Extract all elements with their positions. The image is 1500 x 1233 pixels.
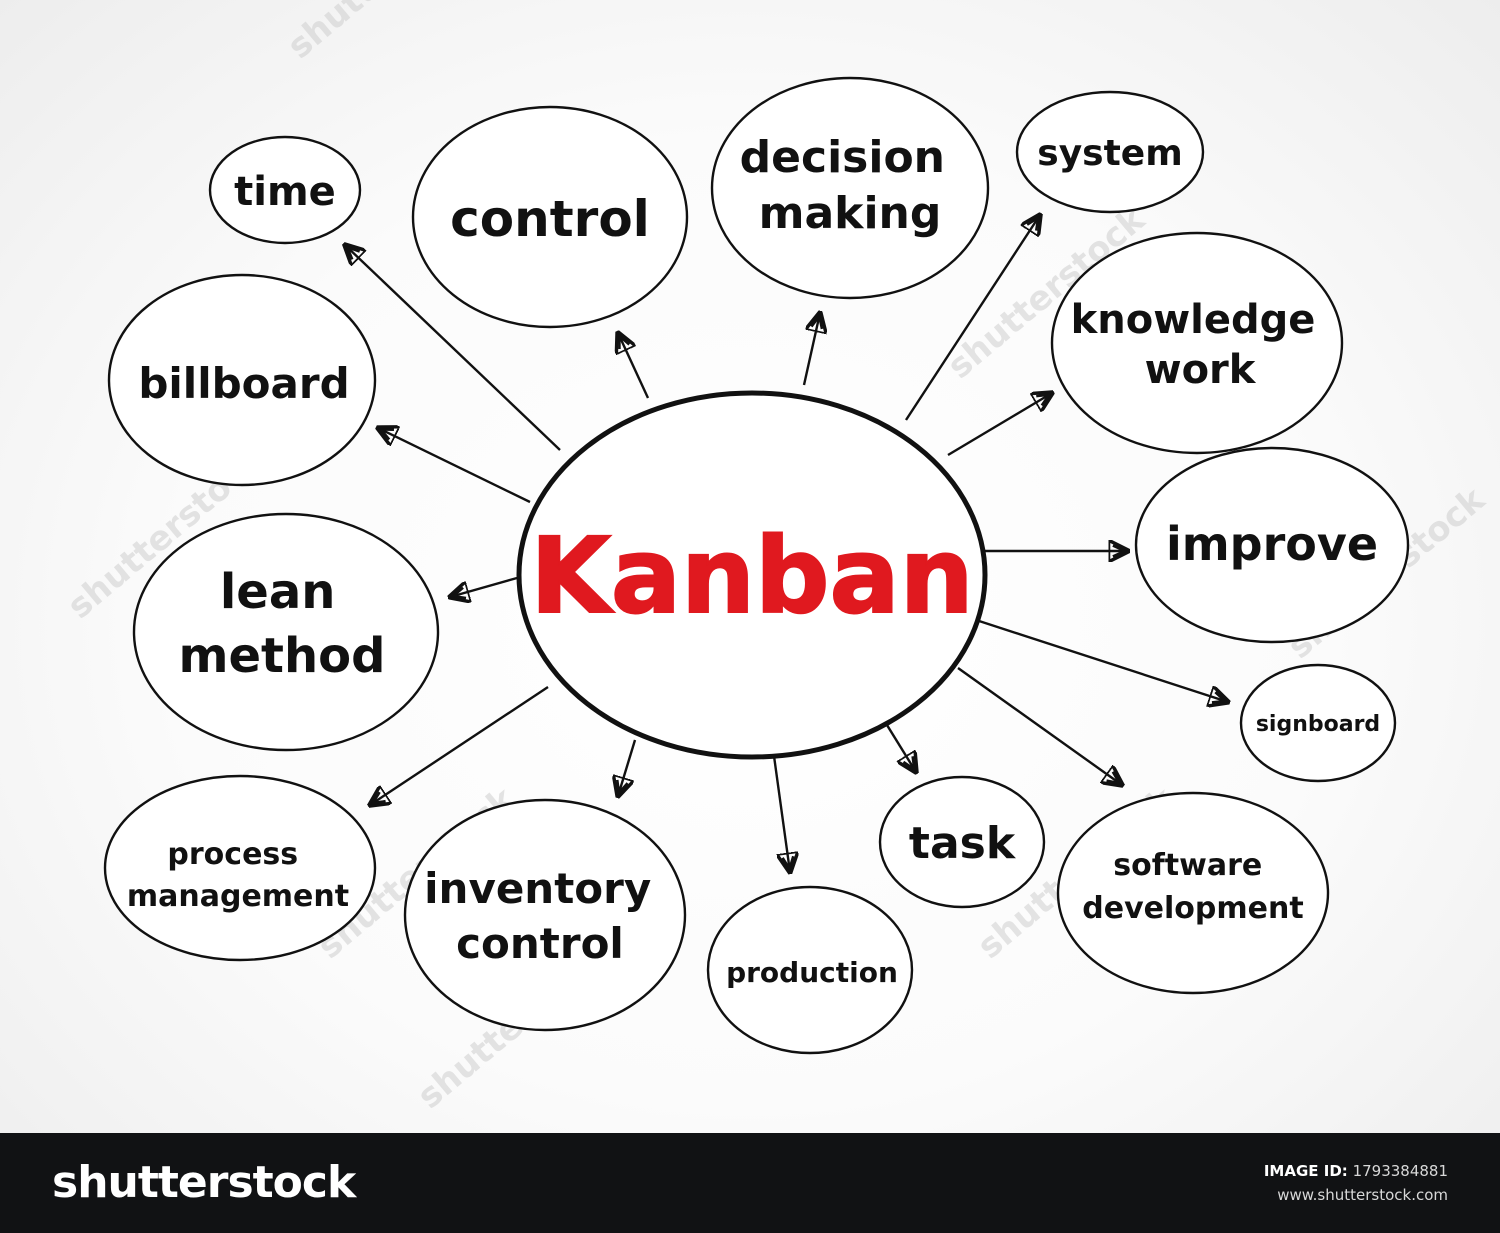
node-label: lean method [178, 564, 385, 684]
node-label-line: software [1113, 848, 1262, 883]
node-label: inventory control [424, 864, 666, 968]
node-outline [706, 885, 914, 1055]
node-billboard: billboard [107, 273, 377, 487]
node-layer: time control decision making syste [103, 76, 1410, 1055]
node-label-line: making [759, 188, 942, 239]
node-outline [132, 512, 440, 752]
connector-lean-method [450, 576, 518, 597]
node-production: production [706, 885, 914, 1055]
node-lean-method: lean method [132, 512, 440, 752]
node-label-line: task [909, 818, 1017, 869]
node-decision-making: decision making [710, 76, 990, 300]
node-outline [1056, 791, 1330, 995]
node-label-line: signboard [1256, 712, 1380, 737]
image-id-value: 1793384881 [1352, 1162, 1448, 1180]
node-label: improve [1166, 517, 1378, 571]
image-id-label: IMAGE ID: [1263, 1162, 1348, 1180]
node-label-line: control [456, 919, 624, 968]
node-label: time [234, 169, 336, 215]
node-label-line: improve [1166, 517, 1378, 571]
node-outline [878, 775, 1046, 909]
node-label: production [726, 956, 898, 989]
node-outline [208, 135, 362, 245]
node-label-line: knowledge [1071, 297, 1316, 343]
node-label-line: control [450, 190, 650, 248]
connector-task [880, 716, 916, 772]
node-label-line: time [234, 169, 336, 215]
connector-billboard [378, 428, 531, 504]
connector-layer [345, 215, 1228, 872]
site-url: www.shutterstock.com [1277, 1186, 1448, 1204]
node-label-line: work [1145, 347, 1257, 393]
footer-bar: shutterstock IMAGE ID: 1793384881 www.sh… [0, 1133, 1500, 1233]
connector-production [772, 755, 790, 872]
node-knowledge-work: knowledge work [1050, 231, 1344, 455]
connector-system [904, 215, 1040, 421]
node-label-line: management [127, 879, 349, 914]
node-outline [1134, 446, 1410, 644]
center-node-outline [516, 390, 988, 760]
node-outline [403, 798, 687, 1032]
node-label: knowledge work [1071, 297, 1330, 393]
connector-knowledge-work [947, 393, 1052, 457]
node-label-line: system [1037, 133, 1182, 174]
connector-software-development [957, 667, 1122, 785]
node-label-line: development [1082, 891, 1303, 926]
watermark: shutterstock [280, 0, 493, 67]
node-task: task [878, 775, 1046, 909]
node-label: system [1037, 133, 1182, 174]
node-label: signboard [1256, 712, 1380, 737]
node-label-line: process [167, 837, 298, 872]
node-label: process management [127, 837, 349, 914]
node-label-line: method [178, 628, 385, 684]
shutterstock-logo: shutterstock [52, 1157, 356, 1208]
node-label: billboard [138, 359, 349, 408]
node-software-development: software development [1056, 791, 1330, 995]
node-outline [1015, 90, 1205, 214]
node-outline [411, 105, 689, 329]
node-label-line: production [726, 956, 898, 989]
node-outline [710, 76, 990, 300]
node-label-line: inventory [424, 864, 651, 913]
center-node: Kanban [516, 390, 988, 760]
node-label-line: lean [220, 564, 336, 620]
connector-inventory-control [618, 739, 637, 796]
node-inventory-control: inventory control [403, 798, 687, 1032]
connector-decision-making [802, 313, 820, 386]
node-label: software development [1082, 848, 1303, 926]
node-label: task [909, 818, 1017, 869]
connector-control [618, 333, 650, 399]
node-improve: improve [1134, 446, 1410, 644]
mind-map-diagram: shutterstock shutterstock shutterstock s… [60, 0, 1493, 1117]
node-time: time [208, 135, 362, 245]
node-label: control [450, 190, 650, 248]
node-outline [103, 774, 377, 962]
connector-process-management [370, 685, 549, 805]
node-process-management: process management [103, 774, 377, 962]
node-outline [1050, 231, 1344, 455]
node-label-line: billboard [138, 359, 349, 408]
node-label: decision making [740, 132, 961, 239]
node-label-line: decision [740, 132, 945, 183]
center-node-label: Kanban [530, 515, 973, 637]
node-outline [107, 273, 377, 487]
node-system: system [1015, 90, 1205, 214]
node-control: control [411, 105, 689, 329]
mind-map-canvas: shutterstock shutterstock shutterstock s… [0, 0, 1500, 1133]
connector-signboard [975, 618, 1228, 702]
image-info: IMAGE ID: 1793384881 www.shutterstock.co… [1264, 1159, 1448, 1207]
connector-time [345, 245, 561, 451]
node-outline [1239, 663, 1397, 783]
node-signboard: signboard [1239, 663, 1397, 783]
